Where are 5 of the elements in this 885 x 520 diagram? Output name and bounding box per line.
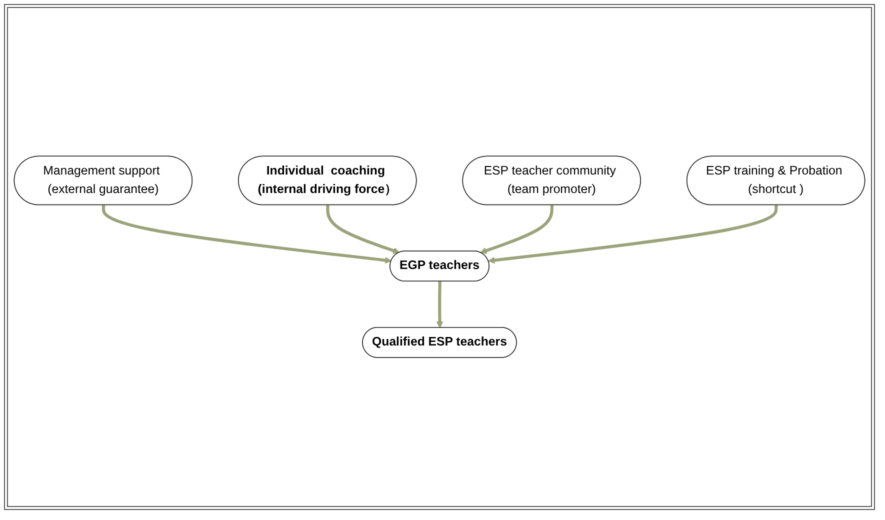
arrow <box>436 282 444 328</box>
arrow <box>326 205 400 254</box>
arrow <box>480 205 554 254</box>
arrow <box>102 205 392 264</box>
page-frame: Management support (external guarantee) Individual coaching (internal driving force） EGP teachers ESP teacher community (team promoter) ESP training & Probation (shortcut ) Qualified ESP teachers <box>4 4 875 510</box>
